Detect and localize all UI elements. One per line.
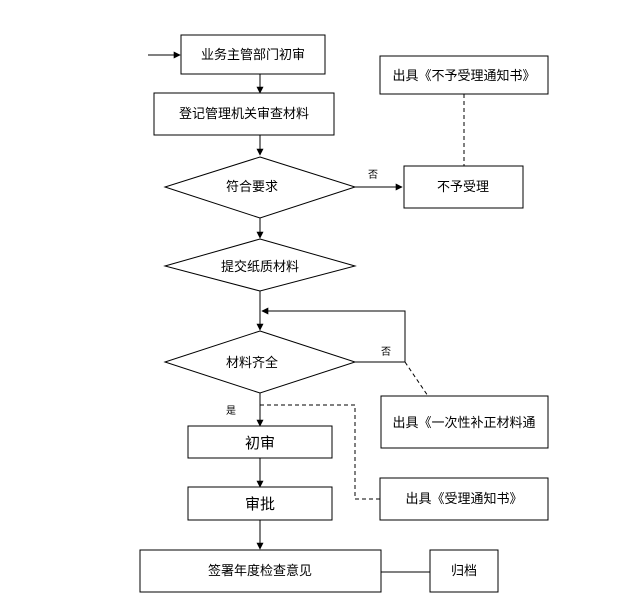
box-approval <box>187 486 333 521</box>
edge-label-no-1: 否 <box>368 169 378 181</box>
label-issue-non-acceptance-notice: 出具《不予受理通知书》 <box>392 68 535 84</box>
dash-yes-to-acceptance-notice <box>260 404 380 500</box>
edge-label-yes: 是 <box>226 405 236 417</box>
label-materials-complete: 材料齐全 <box>226 355 278 371</box>
box-initial-review-by-dept <box>180 34 326 75</box>
edge-label-no-2: 否 <box>381 346 391 358</box>
box-sign-annual-inspection-opinion <box>139 549 382 593</box>
diamond-meets-requirements <box>163 156 357 219</box>
box-preliminary-review <box>187 425 333 459</box>
box-archive <box>429 549 499 593</box>
label-review-materials: 登记管理机关审查材料 <box>179 107 309 122</box>
label-submit-paper-materials: 提交纸质材料 <box>221 259 299 275</box>
label-not-accepted: 不予受理 <box>437 180 489 195</box>
process-boxes <box>139 34 549 593</box>
box-not-accepted <box>403 165 524 209</box>
label-initial-review-by-dept: 业务主管部门初审 <box>201 47 305 63</box>
connectors <box>148 51 430 573</box>
label-issue-acceptance-notice: 出具《受理通知书》 <box>405 491 522 507</box>
edge-labels: 否 否 是 <box>226 169 391 417</box>
edge-incomplete-loop <box>261 307 406 363</box>
box-issue-acceptance-notice <box>379 477 549 521</box>
label-archive: 归档 <box>451 564 477 579</box>
decision-diamonds <box>163 156 357 394</box>
label-meets-requirements: 符合要求 <box>226 179 278 195</box>
dashed-connectors <box>260 94 465 500</box>
box-review-materials <box>153 92 335 136</box>
dash-complete-to-correction <box>404 361 429 397</box>
box-issue-non-acceptance-notice <box>379 55 549 95</box>
diamond-submit-paper-materials <box>163 238 357 292</box>
node-labels: 业务主管部门初审 登记管理机关审查材料 出具《不予受理通知书》 符合要求 不予受… <box>179 47 536 579</box>
label-sign-annual-inspection-opinion: 签署年度检查意见 <box>208 563 312 579</box>
diamond-materials-complete <box>163 330 357 394</box>
box-issue-one-time-correction-notice <box>380 395 549 449</box>
label-issue-one-time-correction-notice: 出具《一次性补正材料通 <box>392 415 535 431</box>
label-approval: 审批 <box>245 495 275 513</box>
label-preliminary-review: 初审 <box>245 434 275 452</box>
